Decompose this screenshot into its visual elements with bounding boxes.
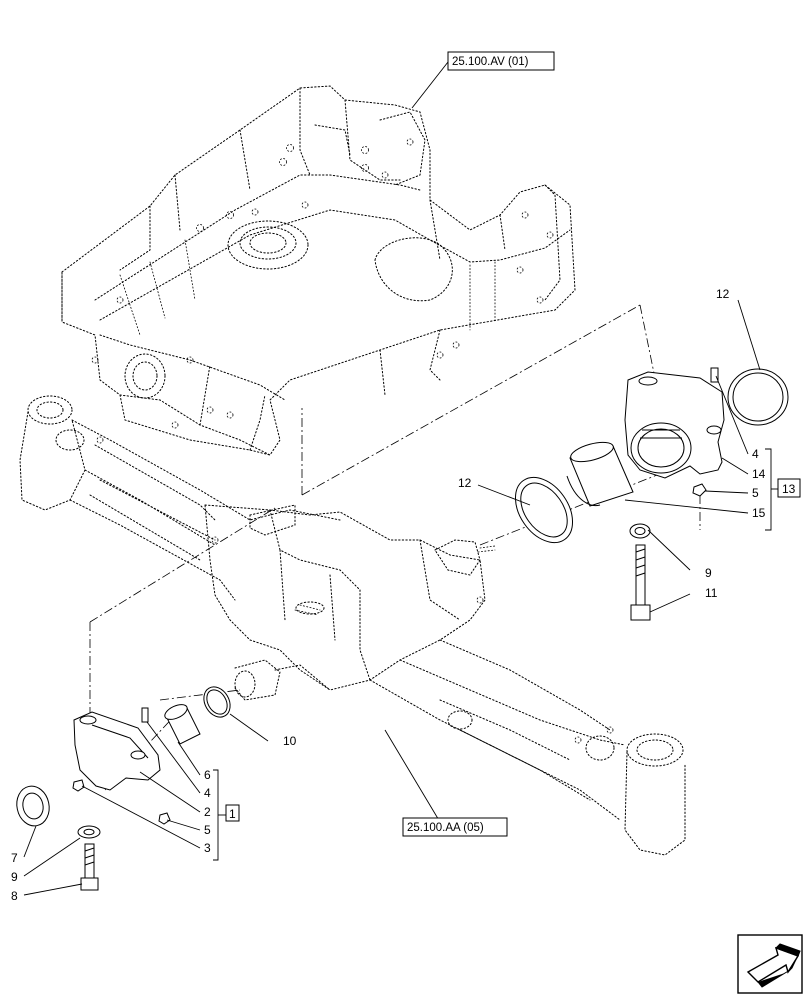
callout-8: 8 <box>11 889 18 903</box>
callout-9-right: 9 <box>705 566 712 580</box>
callout-7: 7 <box>11 851 18 865</box>
group-label-right-text: 13 <box>782 482 796 496</box>
grease-nipple-right <box>692 483 707 497</box>
callout-3: 3 <box>204 841 211 855</box>
group-label-left-text: 1 <box>229 807 236 821</box>
front-bracket <box>73 711 161 791</box>
ref-box-axle[interactable]: 25.100.AA (05) <box>402 817 508 837</box>
front-support-frame <box>61 85 576 456</box>
pin-left <box>141 707 149 723</box>
washer-left <box>77 825 101 839</box>
callout-5-right: 5 <box>752 486 759 500</box>
pin-right <box>710 367 719 383</box>
group-label-right: 13 <box>777 478 801 498</box>
callout-2: 2 <box>204 805 211 819</box>
axle-housing <box>19 395 686 856</box>
support-bore <box>630 422 692 474</box>
washer-right <box>629 523 651 539</box>
callout-15: 15 <box>752 506 766 520</box>
leader-lines <box>23 61 761 896</box>
arrow-return-icon[interactable] <box>737 934 803 994</box>
seal-ring-rear <box>727 368 789 426</box>
callout-11: 11 <box>705 586 718 600</box>
callout-14: 14 <box>752 467 766 481</box>
right-support-group <box>514 367 789 621</box>
grease-nipple-3 <box>72 779 85 792</box>
left-support-group <box>16 686 231 891</box>
ref-box-frame[interactable]: 25.100.AV (01) <box>447 51 555 71</box>
group-label-left: 1 <box>225 804 240 822</box>
callout-4-left: 4 <box>204 786 211 800</box>
callout-6: 6 <box>204 768 211 782</box>
callout-12-top: 12 <box>716 287 730 301</box>
callout-12-mid: 12 <box>458 476 472 490</box>
seal-ring-front <box>514 476 574 544</box>
callout-5-left: 5 <box>204 823 211 837</box>
seal-ring-left <box>203 686 231 718</box>
ref-frame-text[interactable]: 25.100.AV (01) <box>452 56 529 68</box>
callout-10: 10 <box>283 734 297 748</box>
group-brackets <box>213 448 778 861</box>
callout-9-left: 9 <box>11 870 18 884</box>
thrust-washer <box>16 785 50 827</box>
ref-axle-text[interactable]: 25.100.AA (05) <box>407 822 484 834</box>
grease-nipple-5 <box>158 812 171 825</box>
callout-numbers: 12 12 4 14 5 15 9 11 10 6 4 2 5 3 7 9 8 <box>11 287 766 903</box>
callout-4-right: 4 <box>752 447 759 461</box>
